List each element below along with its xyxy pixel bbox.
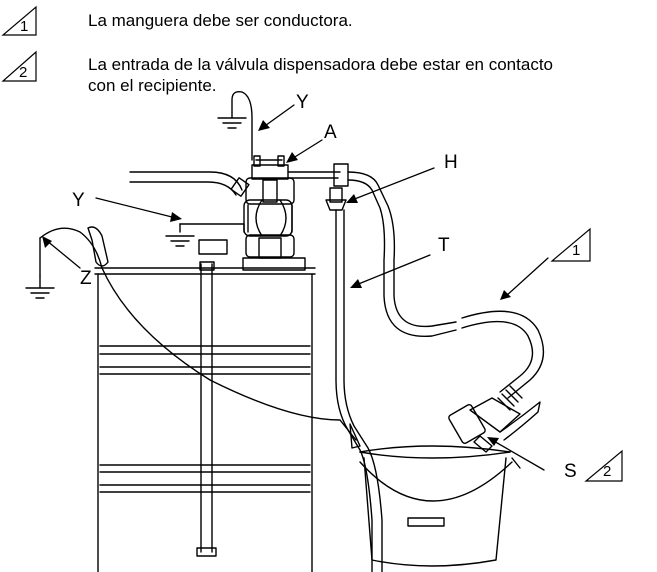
callout-a: A	[324, 122, 337, 143]
note-2-text-line2: con el recipiente.	[88, 76, 217, 95]
note-2-text-line1: La entrada de la válvula dispensadora de…	[88, 55, 553, 74]
note-1-number: 1	[20, 18, 28, 35]
ground-wire	[39, 226, 361, 449]
note-2-number: 2	[19, 64, 27, 81]
callout-warn-2: 2	[603, 463, 611, 480]
callout-warn-1: 1	[572, 242, 580, 259]
note-1-text: La manguera debe ser conductora.	[88, 11, 353, 30]
warning-triangle-icon: 2	[1, 50, 37, 82]
outlet-fitting	[287, 163, 457, 337]
ground-symbol-pump	[165, 223, 245, 247]
ground-symbol-top	[217, 90, 253, 161]
air-line	[129, 171, 250, 197]
pump	[198, 155, 306, 271]
callout-y-top: Y	[296, 92, 309, 113]
warning-triangle-icon: 2	[584, 449, 623, 482]
drum	[94, 261, 316, 572]
dispense-hose	[448, 310, 545, 453]
bucket	[359, 445, 521, 567]
return-tube	[335, 209, 383, 572]
callout-s: S	[564, 461, 577, 482]
warning-triangle-icon: 1	[1, 5, 37, 36]
leader-lines	[45, 104, 549, 471]
ground-symbol-z	[25, 275, 55, 299]
callout-y-left: Y	[72, 190, 85, 211]
callout-t: T	[438, 235, 450, 256]
callout-h: H	[444, 152, 458, 173]
warning-triangle-icon: 1	[550, 227, 591, 262]
callout-z: Z	[80, 268, 92, 289]
